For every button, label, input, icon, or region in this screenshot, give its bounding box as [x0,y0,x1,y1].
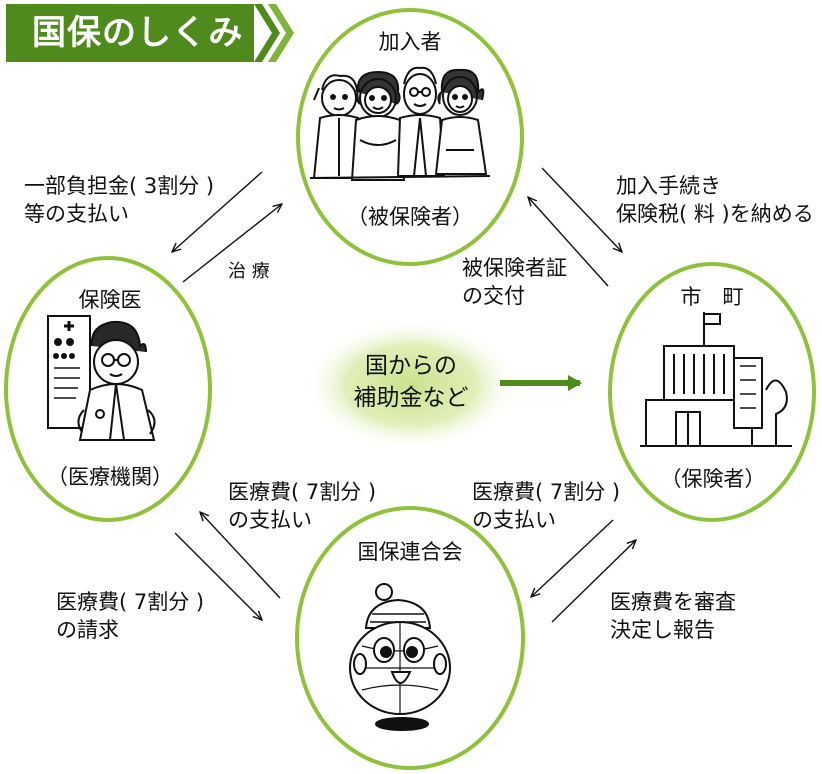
pay-doctor-line2: の支払い [228,508,312,532]
city-name: 市 町 [680,285,744,309]
center-glow [303,319,519,451]
review-label: 医療費を審査 決定し報告 [610,588,736,644]
pay-doctor-label: 医療費( 7割分 ) の支払い [228,478,376,534]
doctor-role: （医療機関） [47,465,173,489]
enroll-line2: 保険税( 料 )を納める [616,202,814,226]
title-banner-box: 国保のしくみ [6,4,294,62]
copay-line2: 等の支払い [24,202,129,226]
title-banner [6,4,294,62]
review-arrow [551,540,636,623]
subscribers-illustration [309,66,491,181]
card-line1: 被保険者証 [462,256,567,280]
copay-arrow [172,171,263,252]
pay-federation-arrow [531,519,614,597]
central-subsidy-line2: 補助金など [353,385,469,411]
doctor-illustration [47,315,156,441]
enroll-arrow [541,167,622,252]
review-line1: 医療費を審査 [610,590,736,614]
federation-name: 国保連合会 [357,540,463,564]
enroll-line1: 加入手続き [616,174,721,198]
central-subsidy-line1: 国からの [365,353,457,379]
subscriber-name: 加入者 [378,30,442,54]
claim-line1: 医療費( 7割分 ) [56,590,205,614]
copay-line1: 一部負担金( 3割分 ) [24,174,215,198]
card-issue-label: 被保険者証 の交付 [462,254,567,310]
city-building-illustration [640,312,792,447]
federation-mascot-illustration [349,583,451,731]
enroll-label: 加入手続き 保険税( 料 )を納める [616,172,814,228]
doctor-ellipse [4,256,212,522]
federation-ellipse [295,506,525,770]
copay-label: 一部負担金( 3割分 ) 等の支払い [24,172,214,228]
pay-federation-line2: の支払い [472,508,556,532]
page-title: 国保のしくみ [32,13,244,53]
claim-arrow [174,532,262,620]
review-line2: 決定し報告 [610,618,715,642]
pay-federation-label: 医療費( 7割分 ) の支払い [472,478,620,534]
treatment-label: 治 療 [228,261,270,282]
treatment-arrow [182,204,282,283]
card-arrow [528,197,609,287]
claim-label: 医療費( 7割分 ) の請求 [56,588,204,644]
central-subsidy-label: 国からの 補助金など [318,350,504,414]
pay-doctor-line1: 医療費( 7割分 ) [228,480,377,504]
city-role: （保険者） [660,467,766,491]
doctor-name: 保険医 [78,288,142,312]
subscriber-role: （被保険者） [347,205,473,229]
card-line2: の交付 [462,284,525,308]
city-ellipse [608,262,816,522]
claim-line2: の請求 [56,618,119,642]
pay-federation-line1: 医療費( 7割分 ) [472,480,621,504]
pay-doctor-arrow [200,512,281,599]
subscriber-ellipse [296,8,524,266]
